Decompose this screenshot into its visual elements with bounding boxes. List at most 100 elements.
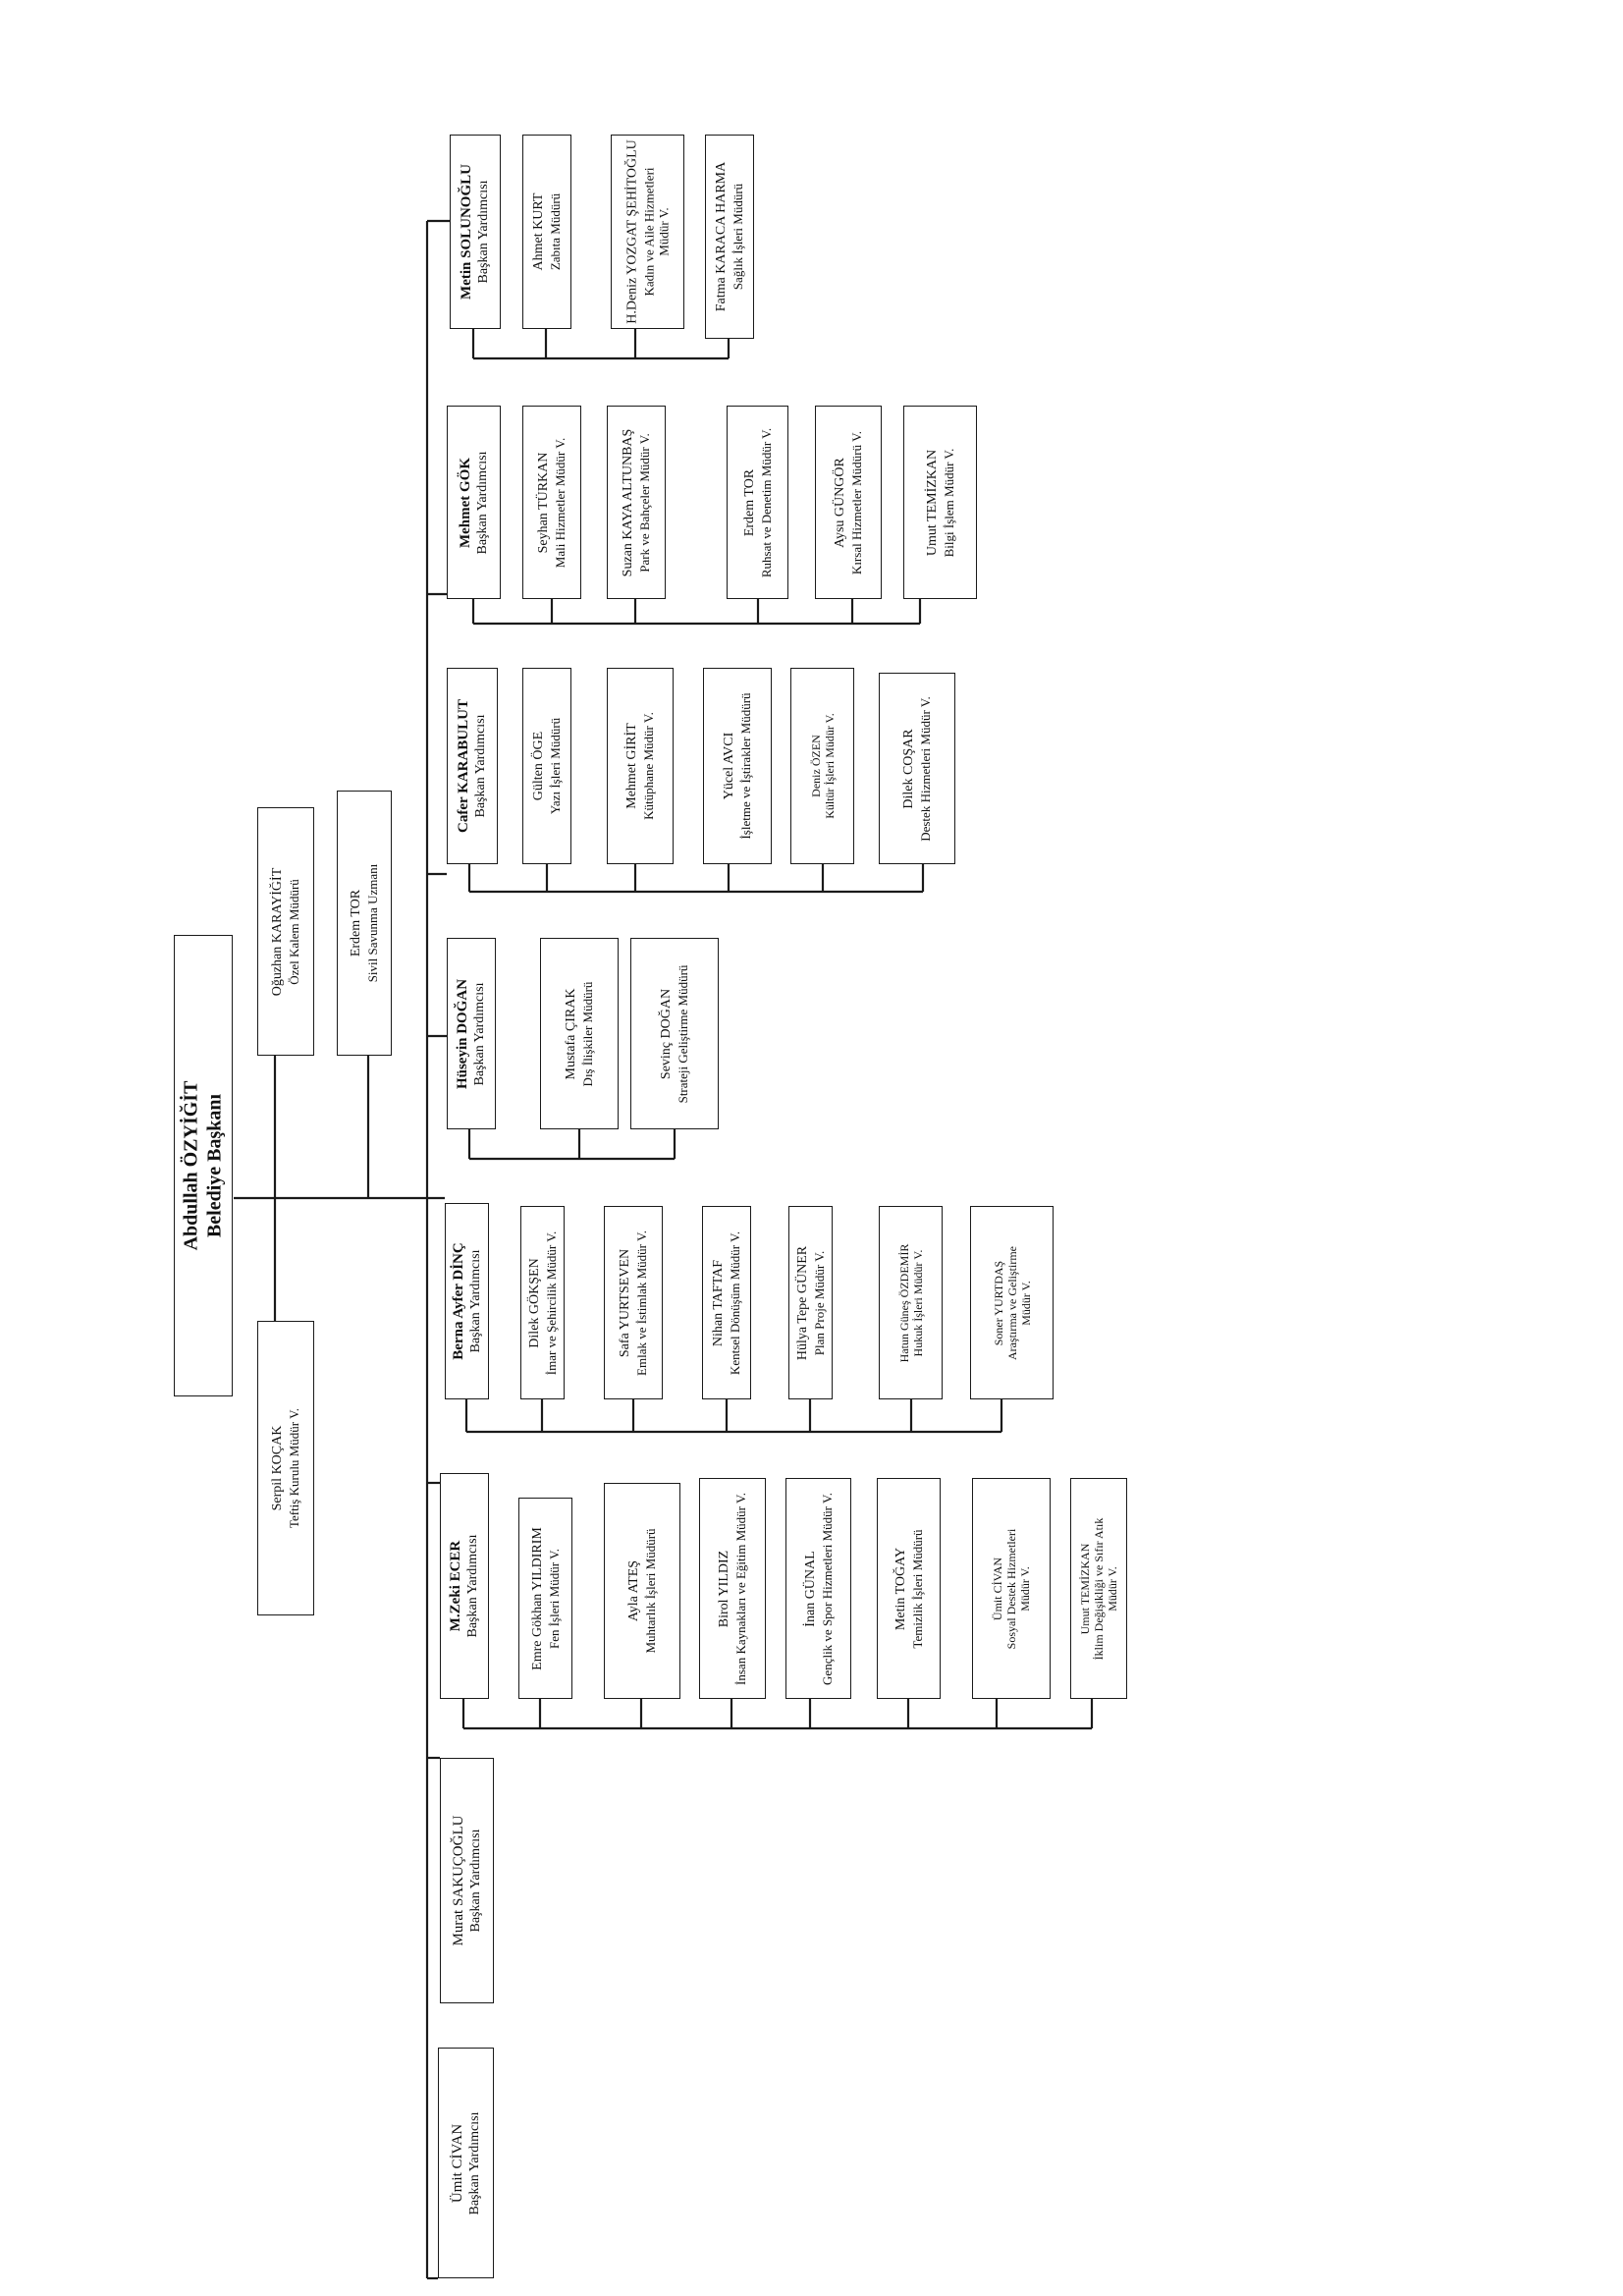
unit-title: Mali Hizmetler Müdür V.	[552, 437, 568, 568]
deputy-name: Mehmet GÖK	[457, 457, 473, 548]
unit-name: Ümit CİVAN	[990, 1557, 1004, 1620]
deputy-title: Başkan Yardımcısı	[472, 714, 488, 818]
staff-name: Erdem TOR	[349, 889, 364, 957]
unit-name: Dilek COŞAR	[901, 728, 917, 809]
unit-name: Metin TOĞAY	[893, 1547, 908, 1630]
deputy-name: Cafer KARABULUT	[455, 699, 471, 833]
unit-name: Fatma KARACA HARMA	[714, 161, 730, 312]
unit-name: Hatun Güneş ÖZDEMİR	[896, 1243, 911, 1362]
unit-title: İnsan Kaynakları ve Eğitim Müdür V.	[732, 1492, 748, 1685]
deputy-title: Başkan Yardımcısı	[467, 1249, 483, 1353]
unit-title-line2: Müdür V.	[1018, 1565, 1033, 1612]
deputy-title: Başkan Yardımcısı	[474, 451, 490, 554]
unit-title: Sağlık İşleri Müdürü	[730, 183, 745, 291]
unit-name: Soner YURTDAŞ	[991, 1260, 1005, 1345]
deputy-title: Başkan Yardımcısı	[464, 1534, 480, 1638]
unit-title: Zabıta Müdürü	[547, 192, 563, 271]
unit-title: Destek Hizmetleri Müdür V.	[917, 695, 933, 842]
deputy-title: Başkan Yardımcısı	[467, 1829, 483, 1933]
unit-name: Umut TEMİZKAN	[1077, 1543, 1092, 1634]
unit-name: Aysu GÜNGÖR	[833, 457, 848, 548]
unit-name: Umut TEMİZKAN	[924, 449, 940, 556]
deputy-title: Başkan Yardımcısı	[471, 982, 487, 1086]
unit-title: Strateji Geliştirme Müdürü	[675, 964, 690, 1103]
unit-name: Seyhan TÜRKAN	[536, 452, 552, 553]
unit-title: Fen İşleri Müdür V.	[546, 1548, 562, 1649]
unit-name: H.Deniz YOZGAT ŞEHİTOĞLU	[623, 139, 639, 324]
unit-name: Gülten ÖGE	[531, 731, 547, 801]
deputy-name: Murat SAKUÇOĞLU	[450, 1815, 466, 1946]
staff-title: Özel Kalem Müdürü	[286, 878, 301, 985]
unit-title-line2: Müdür V.	[1106, 1565, 1120, 1612]
unit-name: Birol YILDIZ	[717, 1550, 732, 1627]
unit-title: Plan Proje Müdür V.	[811, 1250, 827, 1355]
unit-name: Yücel AVCI	[722, 732, 737, 800]
unit-name: Sevinç DOĞAN	[659, 988, 675, 1079]
unit-name: Safa YURTSEVEN	[618, 1248, 633, 1357]
unit-title: Dış İlişkiler Müdürü	[579, 981, 595, 1086]
unit-name: İnan GÜNAL	[802, 1550, 818, 1627]
unit-name: Dilek GÖKŞEN	[526, 1257, 542, 1348]
unit-title: Araştırma ve Geliştirme	[1004, 1245, 1019, 1360]
staff-title: Sivil Savunma Uzmanı	[364, 863, 380, 983]
unit-name: Mehmet GİRİT	[624, 723, 640, 809]
mayor-title: Belediye Başkanı	[203, 1093, 225, 1238]
unit-name: Deniz ÖZEN	[808, 735, 823, 797]
unit-title: Park ve Bahçeler Müdür V.	[636, 432, 652, 573]
unit-title: İmar ve Şehircilik Müdür V.	[543, 1230, 559, 1375]
unit-title: Ruhsat ve Denetim Müdür V.	[758, 427, 774, 577]
staff-name: Serpil KOÇAK	[270, 1425, 286, 1511]
unit-title: Kültür İşleri Müdür V.	[822, 713, 837, 819]
unit-title-line2: Müdür V.	[1018, 1280, 1033, 1326]
deputy-name: M.Zeki ECER	[447, 1540, 463, 1632]
staff-name: Oğuzhan KARAYİĞİT	[270, 867, 286, 996]
unit-title: Bilgi İşlem Müdür V.	[941, 448, 956, 557]
deputy-title: Başkan Yardımcısı	[466, 2111, 482, 2214]
unit-title: Muhtarlık İşleri Müdürü	[642, 1528, 658, 1654]
deputy-title: Başkan Yardımcısı	[475, 180, 491, 284]
unit-name: Emre Gökhan YILDIRIM	[529, 1526, 545, 1670]
unit-name: Suzan KAYA ALTUNBAŞ	[621, 428, 636, 576]
staff-title: Teftiş Kurulu Müdür V.	[286, 1407, 301, 1529]
unit-title: Kırsal Hizmetler Müdürü V.	[848, 430, 864, 574]
unit-title: İşletme ve İştirakler Müdürü	[737, 692, 753, 840]
unit-name: Ayla ATEŞ	[626, 1559, 642, 1622]
unit-title: Emlak ve İstimlak Müdür V.	[633, 1230, 649, 1376]
deputy-name: Hüseyin DOĞAN	[454, 978, 470, 1089]
unit-name: Mustafa ÇIRAK	[564, 988, 579, 1079]
unit-title: Temizlik İşleri Müdürü	[909, 1528, 925, 1649]
